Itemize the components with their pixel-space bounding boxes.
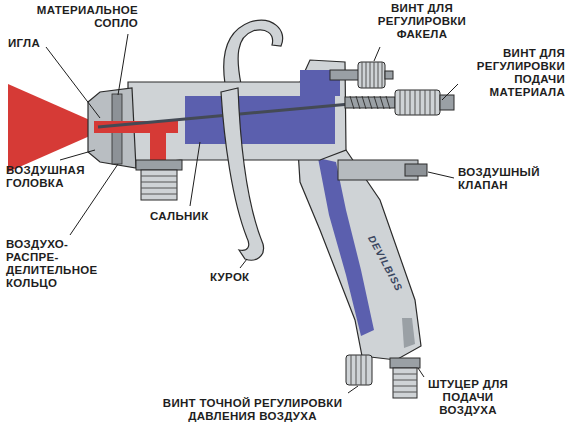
knurl — [351, 355, 366, 385]
air-fitting-nut — [390, 358, 420, 368]
knurl — [362, 62, 382, 88]
part-label: ВОЗДУШНАЯ ГОЛОВКА — [6, 164, 106, 190]
part-label: ВОЗДУШНЫЙ КЛАПАН — [458, 166, 558, 192]
gun-handle — [298, 150, 421, 360]
air-chamber — [185, 96, 335, 144]
part-label: ВОЗДУХО- РАСПРЕ- ДЕЛИТЕЛЬНОЕ КОЛЬЦО — [6, 238, 116, 290]
air-valve-cap — [405, 164, 427, 176]
leader-line — [428, 172, 454, 178]
spray-cone — [8, 84, 92, 172]
part-label: ВИНТ ДЛЯ РЕГУЛИРОВКИ ПОДАЧИ МАТЕРИАЛА — [462, 47, 565, 99]
part-label: ВИНТ ТОЧНОЙ РЕГУЛИРОВКИ ДАВЛЕНИЯ ВОЗДУХА — [140, 397, 365, 423]
part-label: ШТУЦЕР ДЛЯ ПОДАЧИ ВОЗДУХА — [412, 378, 524, 417]
leader-line — [118, 34, 128, 95]
air-fitting — [393, 368, 417, 398]
fan-screw-knob — [358, 62, 385, 88]
part-label: ВИНТ ДЛЯ РЕГУЛИРОВКИ ФАКЕЛА — [362, 2, 482, 41]
leader-line — [442, 84, 458, 100]
fan-screw-end — [385, 71, 393, 79]
material-screw-end — [440, 95, 454, 110]
hanger-hook — [224, 20, 283, 84]
trigger — [221, 88, 264, 260]
part-label: КУРОК — [210, 271, 270, 284]
inlet-nut — [136, 160, 182, 170]
thread — [393, 374, 417, 392]
part-label: САЛЬНИК — [150, 210, 230, 223]
thread — [141, 176, 177, 194]
pressure-screw — [346, 355, 372, 385]
leader-line — [190, 142, 200, 206]
leader-line — [46, 47, 100, 118]
spring — [350, 96, 390, 109]
leader-line — [374, 47, 380, 61]
handle-shade — [402, 318, 415, 348]
fan-screw-shaft — [330, 70, 360, 80]
material-screw-shaft — [345, 97, 395, 108]
leader-line — [240, 259, 247, 268]
leader-line — [418, 368, 424, 377]
part-label: МАТЕРИАЛЬНОЕ СОПЛО — [6, 4, 138, 30]
material-screw-knob — [395, 90, 440, 115]
air-channel — [318, 158, 374, 336]
leader-lines — [46, 34, 458, 393]
part-label: ИГЛА — [8, 37, 68, 50]
knurl — [400, 90, 435, 115]
leader-line — [348, 386, 358, 393]
leader-line — [60, 150, 95, 160]
material-inlet — [141, 170, 177, 200]
